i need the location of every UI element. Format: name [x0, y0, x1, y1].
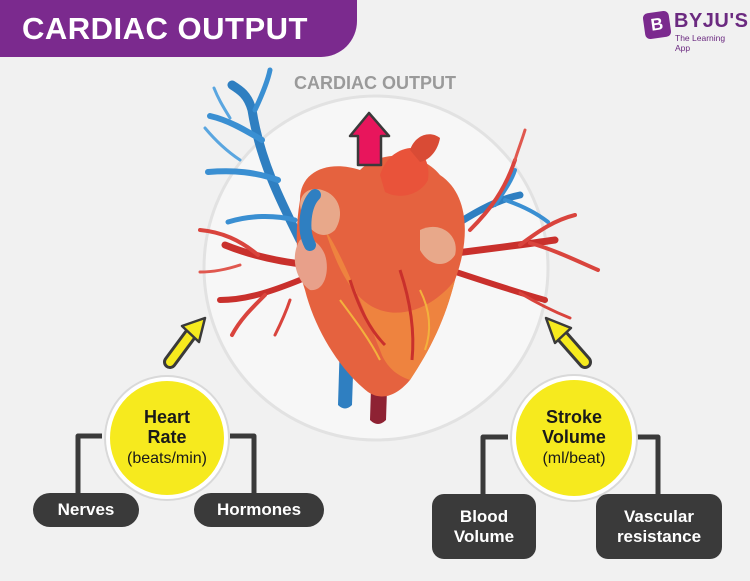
cardiac-output-increase-arrow-icon	[348, 111, 391, 167]
stroke-volume-unit: (ml/beat)	[542, 450, 606, 467]
nerves-pill: Nerves	[33, 493, 139, 527]
vein-branches-left-icon	[203, 67, 305, 245]
stroke-volume-arrow-icon	[544, 316, 592, 369]
brand-name: BYJU'S	[674, 10, 749, 32]
vascular-resistance-pill: Vascular resistance	[596, 494, 722, 559]
heart-illustration-icon	[294, 134, 465, 397]
heart-rate-label: Heart Rate	[143, 407, 191, 447]
stroke-volume-node: Stroke Volume (ml/beat)	[512, 376, 636, 500]
page-title: CARDIAC OUTPUT	[22, 10, 308, 46]
heart-rate-arrow-icon	[163, 316, 207, 369]
diagram-heading: CARDIAC OUTPUT	[294, 73, 456, 93]
blood-volume-pill: Blood Volume	[432, 494, 536, 559]
heart-rate-unit: (beats/min)	[126, 450, 208, 467]
stroke-volume-label: Stroke Volume	[542, 407, 606, 447]
hormones-pill: Hormones	[194, 493, 324, 527]
connector-lines	[75, 433, 661, 497]
brand-logo: B BYJU'S The Learning App	[642, 10, 748, 53]
title-banner: CARDIAC OUTPUT	[0, 0, 357, 57]
heart-rate-node: Heart Rate (beats/min)	[106, 377, 228, 499]
brand-tagline: The Learning App	[675, 33, 726, 53]
